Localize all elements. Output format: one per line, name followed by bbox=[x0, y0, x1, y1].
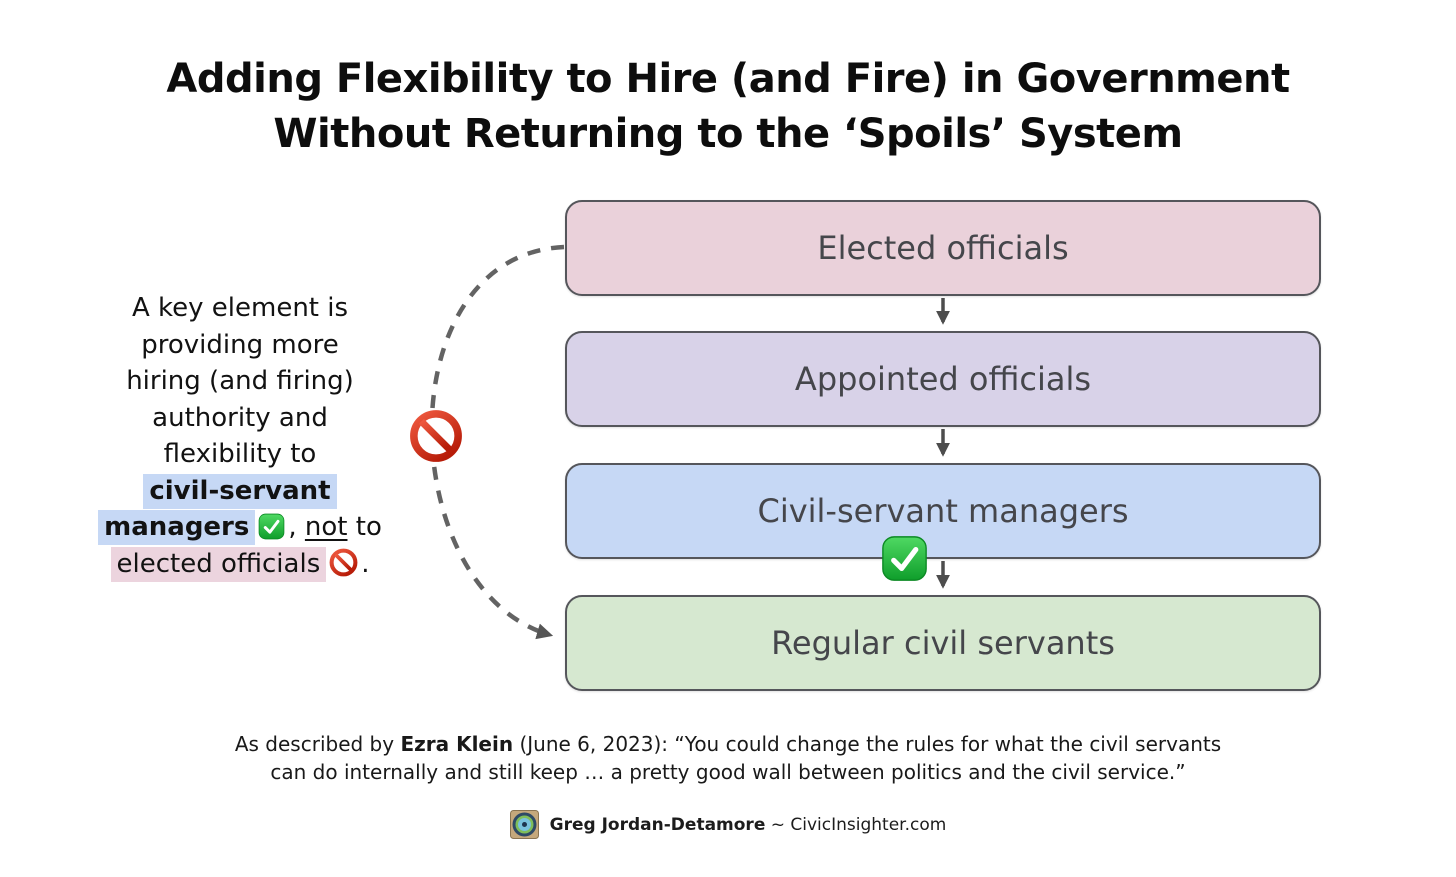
attribution-author: Greg Jordan-Detamore bbox=[549, 814, 766, 835]
page-title: Adding Flexibility to Hire (and Fire) in… bbox=[0, 52, 1456, 162]
side-note-text: to bbox=[347, 512, 382, 542]
dashed-bypass-arrow bbox=[429, 244, 565, 640]
attribution-text: Greg Jordan-Detamore ~ CivicInsighter.co… bbox=[550, 815, 947, 835]
highlight-civil-servant: civil-servant bbox=[143, 473, 337, 509]
title-line-1: Adding Flexibility to Hire (and Fire) in… bbox=[166, 56, 1290, 102]
title-line-2: Without Returning to the ‘Spoils’ System bbox=[273, 111, 1183, 157]
quote-text: As described by bbox=[234, 732, 401, 756]
flow-box-elected-officials: Elected officials bbox=[565, 200, 1321, 296]
flow-box-appointed-officials: Appointed officials bbox=[565, 331, 1321, 427]
quote-text: (June 6, 2023): “You could change the ru… bbox=[513, 732, 1222, 756]
side-note-line: authority and bbox=[152, 402, 328, 433]
prohibited-icon bbox=[329, 548, 358, 576]
quote-line-2: can do internally and still keep … a pre… bbox=[270, 759, 1186, 784]
side-note-line: A key element is bbox=[131, 293, 349, 323]
flow-box-regular-civil-servants: Regular civil servants bbox=[565, 595, 1321, 691]
side-note: A key element is providing more hiring (… bbox=[59, 290, 421, 582]
side-note-text: . bbox=[361, 548, 370, 579]
highlight-managers: managers bbox=[98, 510, 256, 545]
side-note-line: civil-servant bbox=[59, 473, 421, 510]
side-note-text: , bbox=[288, 512, 305, 542]
box-label: Appointed officials bbox=[794, 360, 1092, 398]
side-note-line: hiring (and firing) bbox=[126, 366, 354, 396]
box-label: Civil-servant managers bbox=[757, 492, 1129, 530]
side-note-line: elected officials . bbox=[59, 546, 421, 583]
side-note-line: managers , not to bbox=[59, 509, 421, 546]
not-emphasis: not bbox=[304, 512, 348, 542]
check-mark-icon bbox=[259, 513, 285, 540]
highlight-elected-officials: elected officials bbox=[110, 546, 327, 582]
attribution: Greg Jordan-Detamore ~ CivicInsighter.co… bbox=[0, 810, 1456, 839]
civic-insighter-logo-icon bbox=[509, 810, 539, 839]
flow-box-civil-servant-managers: Civil-servant managers bbox=[565, 463, 1321, 559]
side-note-line: providing more bbox=[141, 329, 339, 360]
box-label: Elected officials bbox=[817, 229, 1069, 267]
quote-line-1: As described by Ezra Klein (June 6, 2023… bbox=[0, 731, 1456, 759]
side-note-line: flexibility to bbox=[163, 439, 317, 469]
source-quote: As described by Ezra Klein (June 6, 2023… bbox=[0, 731, 1456, 786]
attribution-site: ~ CivicInsighter.com bbox=[765, 814, 947, 835]
quote-author: Ezra Klein bbox=[400, 732, 514, 756]
box-label: Regular civil servants bbox=[771, 624, 1115, 662]
